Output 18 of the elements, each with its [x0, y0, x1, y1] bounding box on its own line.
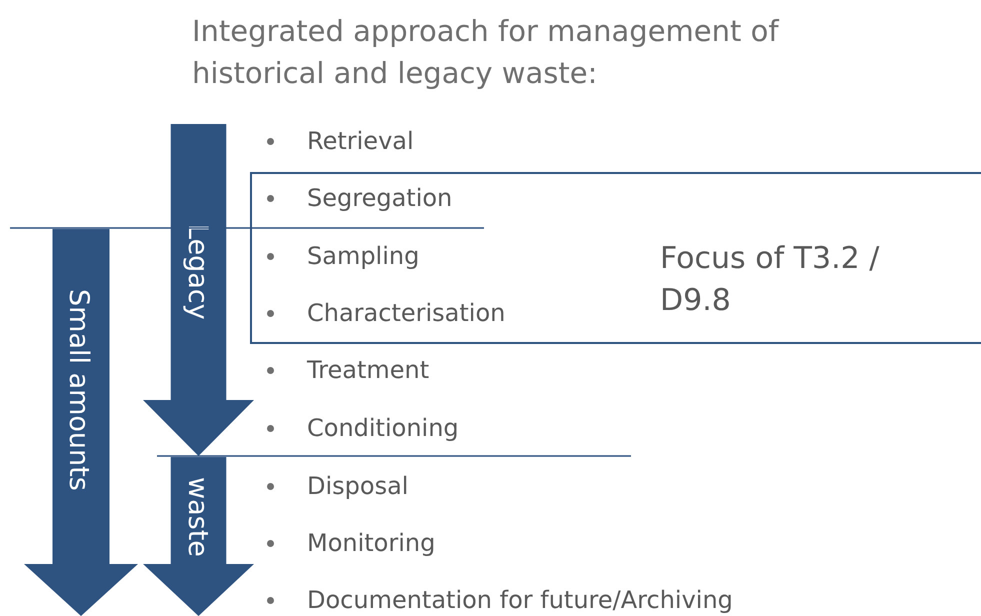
focus-label: Focus of T3.2 / D9.8 — [660, 240, 880, 320]
pointed-band — [143, 124, 254, 456]
band-label: Small amounts — [62, 289, 94, 491]
band-label: Legacy — [181, 224, 213, 320]
list-item: Characterisation — [307, 298, 506, 329]
band-label: waste — [181, 477, 213, 557]
list-item: Treatment — [307, 355, 430, 386]
list-item: Monitoring — [307, 528, 436, 559]
focus-box — [250, 172, 981, 344]
list-item: Segregation — [307, 183, 452, 214]
pointed-band — [143, 457, 254, 616]
list-item: Retrieval — [307, 126, 414, 157]
list-item: Disposal — [307, 471, 408, 502]
list-item: Conditioning — [307, 413, 459, 444]
list-item: Sampling — [307, 241, 420, 272]
title: Integrated approach for management of historical and legacy waste: — [192, 13, 780, 92]
pointed-band — [24, 229, 138, 616]
list-item: Documentation for future/Archiving — [307, 585, 733, 616]
